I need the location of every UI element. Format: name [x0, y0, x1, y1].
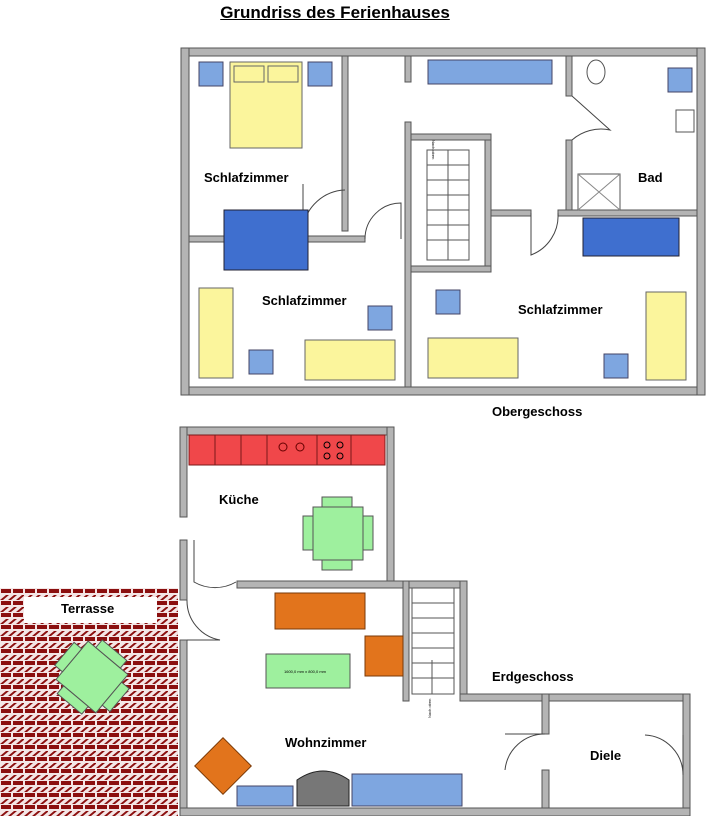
- sideboard: [351, 773, 463, 807]
- wall: [696, 47, 706, 396]
- stair-label-upper: Nach oben: [431, 140, 436, 160]
- single-bed: [304, 339, 396, 381]
- room-label-bedroom-2: Schlafzimmer: [262, 293, 347, 308]
- sink: [675, 109, 695, 133]
- upper-stairs: [426, 149, 470, 261]
- wall: [180, 386, 706, 396]
- door: [644, 734, 684, 776]
- wall: [179, 426, 395, 436]
- wall: [402, 580, 410, 702]
- toilet: [586, 59, 606, 85]
- terrace-label: Terrasse: [61, 601, 115, 616]
- wall: [236, 580, 468, 589]
- room-label-bedroom-3: Schlafzimmer: [518, 302, 603, 317]
- room-label-bath: Bad: [638, 170, 663, 185]
- door: [193, 540, 237, 589]
- door: [530, 212, 559, 256]
- wall: [490, 209, 532, 217]
- wall: [541, 769, 550, 816]
- nightstand: [307, 61, 333, 87]
- terrace-table: [54, 639, 130, 715]
- wall: [179, 807, 691, 816]
- single-bed: [645, 291, 687, 381]
- floor-label-upper: Obergeschoss: [492, 404, 583, 419]
- wall: [179, 539, 188, 601]
- door: [364, 202, 402, 240]
- nightstand: [248, 349, 274, 375]
- ground-floor: [0, 426, 691, 816]
- cabinet: [236, 785, 294, 807]
- floor-label-ground: Erdgeschoss: [492, 669, 574, 684]
- armchair: [364, 635, 404, 677]
- wardrobe: [427, 59, 553, 85]
- coffee-table: [265, 653, 351, 689]
- wall: [386, 426, 395, 584]
- door: [504, 733, 546, 771]
- cabinet: [667, 67, 693, 93]
- wall: [180, 47, 706, 57]
- nightstand: [198, 61, 224, 87]
- wall: [565, 55, 573, 97]
- door: [571, 95, 612, 141]
- wall: [179, 639, 188, 816]
- wardrobe: [582, 217, 680, 257]
- wardrobe: [223, 209, 309, 271]
- nightstand: [603, 353, 629, 379]
- page-title: Grundriss des Ferienhauses: [220, 3, 450, 22]
- room-label-hall: Diele: [590, 748, 622, 763]
- nightstand: [435, 289, 461, 315]
- table-dimension-label: 1600,0 mm x 800,0 mm: [284, 669, 327, 674]
- wall: [179, 426, 188, 518]
- wall: [541, 693, 550, 735]
- upper-floor: [180, 47, 706, 396]
- wall: [410, 265, 492, 273]
- single-bed: [198, 287, 234, 379]
- stair-label-ground: Nach oben: [427, 698, 432, 718]
- room-label-kitchen: Küche: [219, 492, 259, 507]
- armchair: [194, 737, 252, 795]
- wall: [557, 209, 698, 217]
- wall: [484, 139, 492, 271]
- wall: [404, 55, 412, 83]
- kitchen-counter: [188, 434, 386, 466]
- wall: [565, 139, 573, 211]
- wall: [180, 47, 190, 396]
- room-label-bedroom-1: Schlafzimmer: [204, 170, 289, 185]
- single-bed: [427, 337, 519, 379]
- sofa: [274, 592, 366, 630]
- wall: [459, 580, 468, 702]
- room-label-living: Wohnzimmer: [285, 735, 367, 750]
- wall: [682, 693, 691, 816]
- wall: [341, 55, 349, 232]
- dining-table: [302, 496, 374, 571]
- nightstand: [367, 305, 393, 331]
- terrace-door: [186, 599, 221, 641]
- wall: [459, 693, 691, 702]
- door: [302, 184, 346, 229]
- ground-stairs: [411, 587, 455, 695]
- wall: [410, 133, 492, 141]
- fireplace: [296, 770, 350, 807]
- wall: [404, 121, 412, 388]
